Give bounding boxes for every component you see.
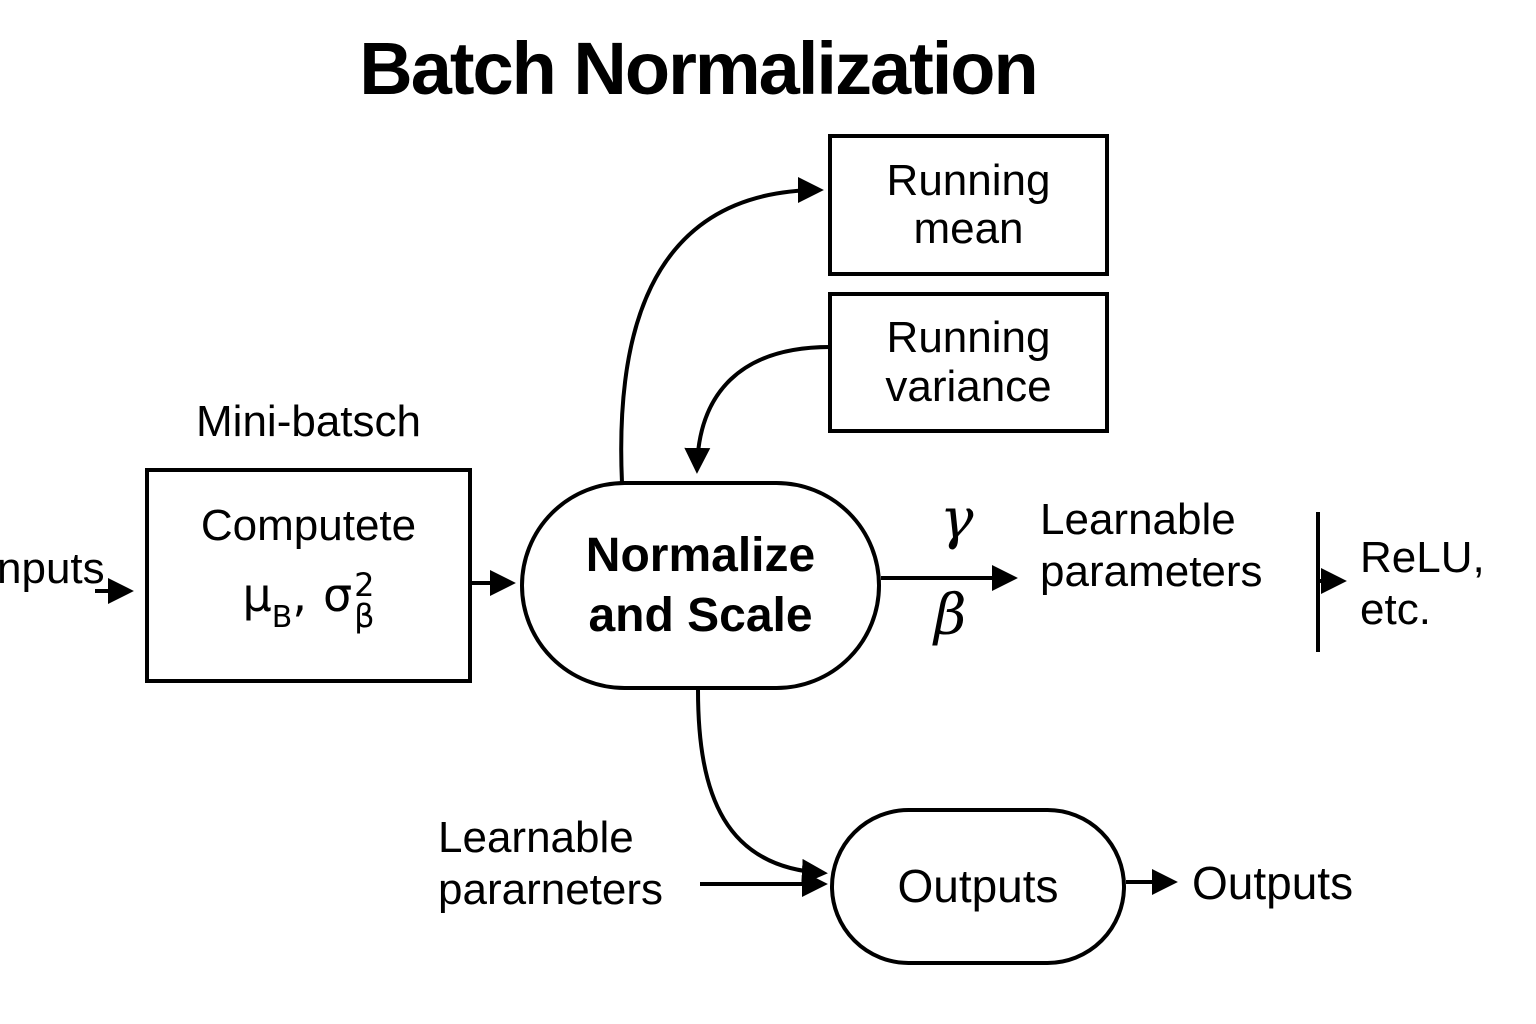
mu-symbol: μ: [242, 567, 272, 622]
outputs-right-label: Outputs: [1192, 857, 1354, 909]
learnable-right-line1: Learnable: [1040, 495, 1236, 544]
normalize-label-line1: Normalize: [585, 528, 816, 582]
page-title: Batch Normalization: [359, 27, 1038, 110]
mini-batch-caption: Mini-batsch: [196, 397, 421, 446]
sigma-superscript: 2: [354, 566, 375, 605]
gamma-symbol: γ: [940, 487, 974, 552]
learnable-parameters-right: Learnable parameters: [1040, 494, 1263, 598]
formula-comma: ,: [292, 567, 307, 622]
running-mean-label-line2: mean: [913, 204, 1024, 253]
learnable-bottom-line2: pararneters: [438, 864, 664, 914]
curve-normalize-to-outputs: [696, 689, 828, 885]
beta-symbol: β: [934, 583, 967, 648]
node-normalize-and-scale: Normalize and Scale: [520, 481, 881, 690]
running-variance-label-line1: Running: [886, 313, 1051, 363]
normalize-label-line2: and Scale: [588, 588, 813, 642]
node-running-mean: Running mean: [828, 134, 1109, 276]
mu-subscript: B: [271, 600, 293, 636]
running-variance-label-line2: variance: [885, 361, 1052, 411]
running-mean-label-line1: Running: [886, 155, 1051, 205]
learnable-bottom-line1: Learnable: [438, 813, 634, 862]
node-outputs: Outputs: [830, 808, 1126, 965]
outputs-node-label: Outputs: [897, 860, 1059, 913]
relu-label: ReLU, etc.: [1360, 532, 1485, 636]
compute-label: Computete: [200, 501, 417, 550]
curve-normalize-to-running-mean: [619, 177, 824, 484]
sigma-symbol: σ: [322, 567, 353, 622]
node-running-variance: Running variance: [828, 292, 1109, 433]
inputs-label: nputs: [0, 544, 105, 593]
relu-line1: ReLU,: [1360, 533, 1485, 582]
learnable-right-line2: parameters: [1040, 546, 1263, 596]
curve-running-variance-to-normalize: [684, 345, 831, 474]
sigma-subscript: β: [354, 596, 375, 635]
learnable-parameters-bottom: Learnable pararneters: [438, 812, 663, 916]
relu-line2: etc.: [1360, 584, 1431, 634]
